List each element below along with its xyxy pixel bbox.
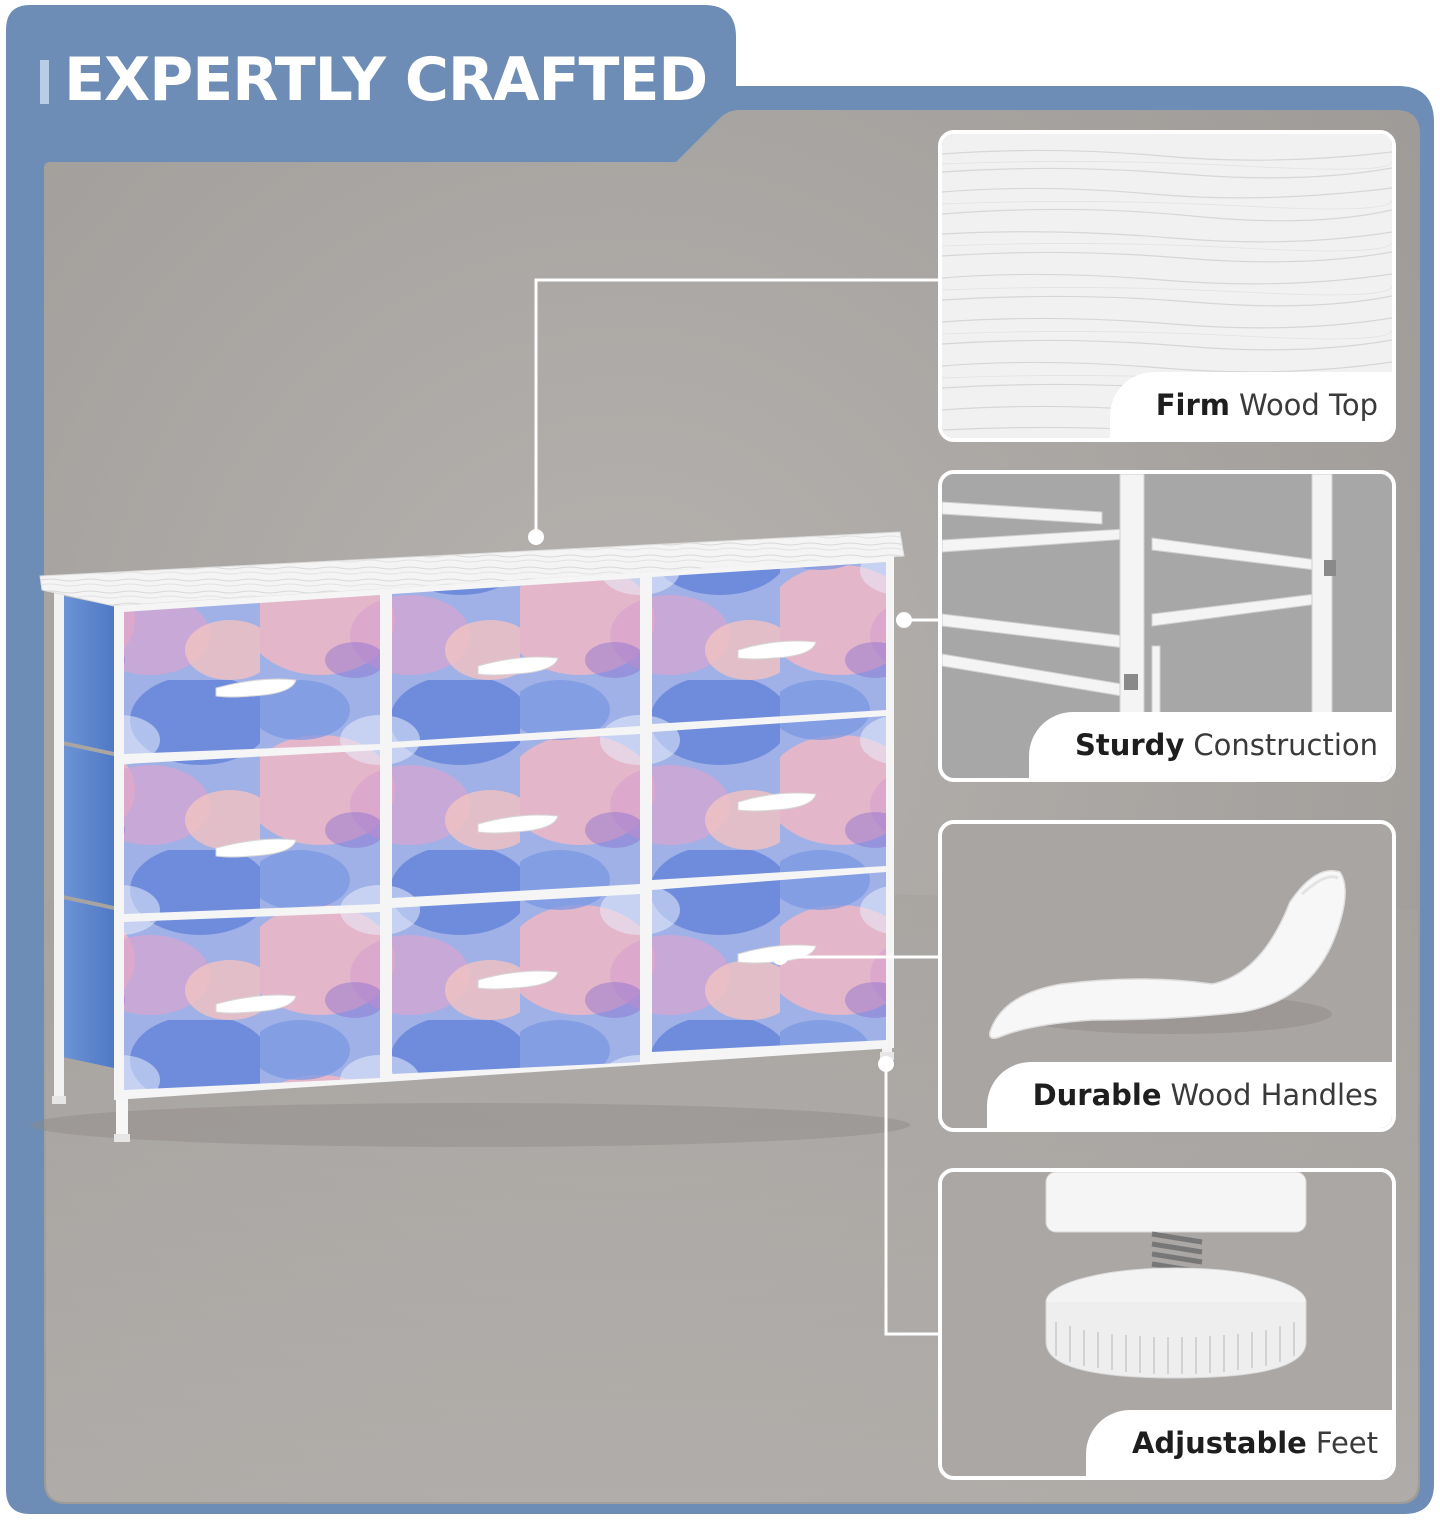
feature-caption-handles: Durable Wood Handles	[986, 1062, 1392, 1128]
feature-panel-construction: Sturdy Construction	[938, 470, 1396, 782]
feature-panel-handles: Durable Wood Handles	[938, 820, 1396, 1132]
feature-bold: Sturdy	[1074, 728, 1185, 762]
feature-rest: Wood Top	[1238, 388, 1378, 422]
feature-bold: Durable	[1032, 1078, 1162, 1112]
feature-rest: Wood Handles	[1170, 1078, 1378, 1112]
title-accent-bar	[40, 60, 49, 104]
feature-rest: Feet	[1315, 1426, 1378, 1460]
feature-rest: Construction	[1193, 728, 1378, 762]
feature-bold: Firm	[1155, 388, 1230, 422]
feature-panel-wood-top: Firm Wood Top	[938, 130, 1396, 442]
feature-caption-wood-top: Firm Wood Top	[1109, 372, 1392, 438]
feature-caption-feet: Adjustable Feet	[1085, 1410, 1392, 1476]
feature-panel-feet: Adjustable Feet	[938, 1168, 1396, 1480]
feature-caption-construction: Sturdy Construction	[1028, 712, 1392, 778]
feature-bold: Adjustable	[1131, 1426, 1307, 1460]
page-title: EXPERTLY CRAFTED	[64, 45, 708, 115]
